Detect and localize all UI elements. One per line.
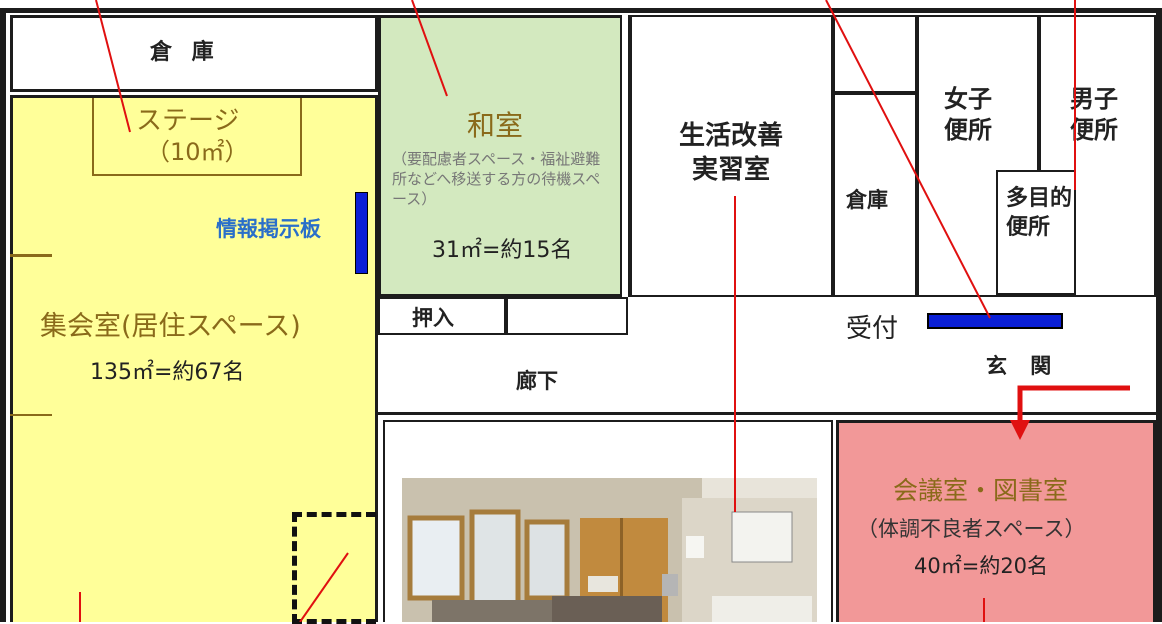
info-board-label: 情報掲示板 — [216, 217, 321, 241]
oshiire — [378, 297, 506, 335]
meeting-room-label: 会議室・図書室 — [893, 476, 1069, 505]
hall-capacity: 135㎡=約67名 — [90, 360, 245, 385]
kitchen-room-photo — [402, 478, 817, 622]
men-restroom-label: 男子便所 — [1070, 85, 1118, 144]
men-restroom — [1039, 15, 1156, 297]
storage-room-top — [10, 15, 378, 92]
corridor-wall-top — [378, 340, 1156, 342]
meeting-room-capacity: 40㎡=約20名 — [914, 554, 1049, 578]
entrance-arrow-line — [1017, 385, 1130, 424]
hall-room — [10, 95, 378, 622]
outer-wall-left — [0, 8, 6, 622]
stage-label: ステージ — [136, 106, 240, 136]
women-restroom-label: 女子便所 — [944, 85, 992, 144]
washitsu-label: 和室 — [467, 109, 524, 142]
kitchen-lower-room — [383, 420, 833, 622]
washitsu-room — [378, 15, 628, 297]
meeting-room-note: （体調不良者スペース） — [857, 517, 1086, 541]
storage-room-mid-label: 倉庫 — [846, 188, 888, 212]
reception-label: 受付 — [846, 314, 899, 344]
oshiire-side — [506, 297, 628, 335]
stage-area — [92, 98, 302, 176]
hall-door-mark-2 — [10, 414, 52, 416]
kitchen-photo-art — [402, 478, 817, 622]
info-board — [355, 192, 368, 274]
stage-area-label: （10㎡） — [146, 138, 249, 166]
seikatsu-label: 生活改善実習室 — [678, 121, 783, 185]
multipurpose-restroom — [996, 170, 1076, 295]
reception-desk — [927, 313, 1063, 329]
hall-door-mark-1 — [10, 254, 52, 257]
photo-viewpoint-dashed-box — [292, 512, 376, 624]
multipurpose-restroom-label: 多目的便所 — [1006, 186, 1073, 240]
hall-label: 集会室(居住スペース) — [40, 311, 301, 342]
corridor-label: 廊下 — [516, 369, 558, 393]
outer-wall-top — [0, 8, 1162, 13]
small-room-top — [833, 15, 917, 93]
entrance-label: 玄 関 — [986, 354, 1060, 378]
oshiire-label: 押入 — [412, 306, 454, 330]
storage-room-top-label: 倉 庫 — [150, 40, 220, 65]
corridor-wall-bottom — [378, 412, 1156, 415]
washitsu-capacity: 31㎡=約15名 — [432, 238, 573, 263]
washitsu-note: （要配慮者スペース・福祉避難所などへ移送する方の待機スペース） — [392, 150, 601, 208]
outer-wall-right — [1156, 8, 1162, 622]
meeting-room — [836, 420, 1156, 622]
